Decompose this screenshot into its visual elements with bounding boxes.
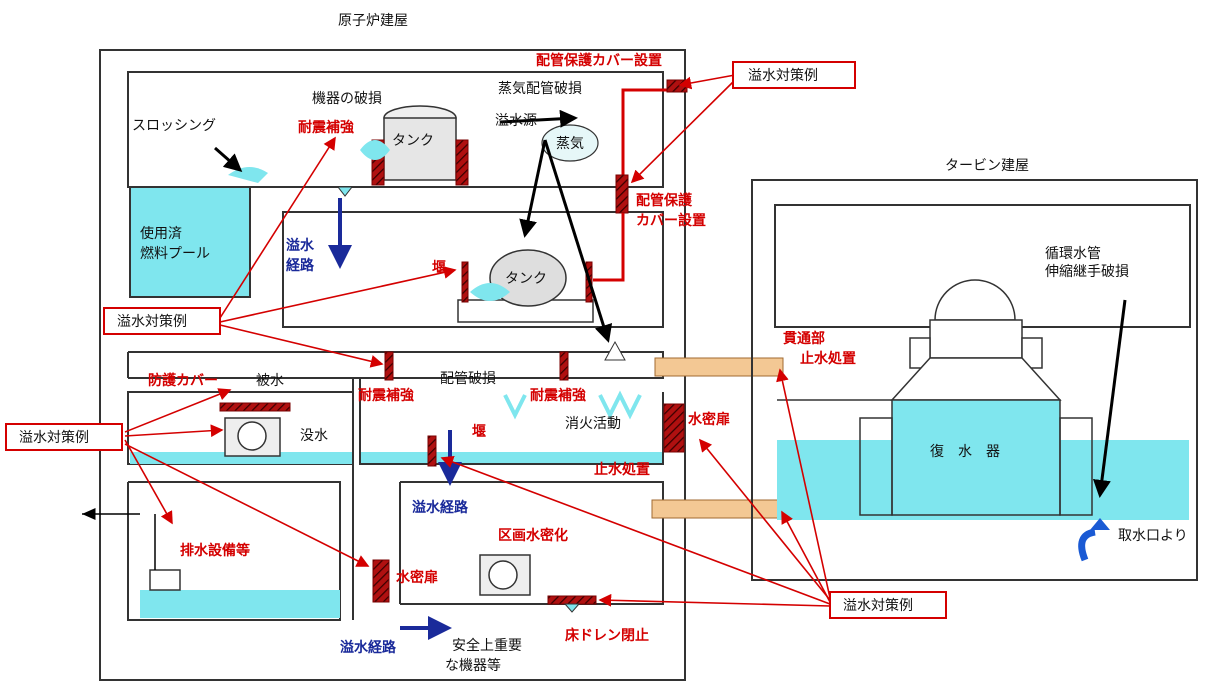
pipe-cover-top-label: 配管保護カバー設置 [536,52,662,69]
watertight-door-lower [372,559,390,603]
waterproof-treatment-label: 止水処置 [594,461,650,478]
circulating-water-pipe-label-2: 伸縮継手破損 [1045,264,1129,280]
upper-equipment [228,79,688,214]
flood-path-middle-label: 溢水経路 [412,499,469,516]
flood-path-bottom-label: 溢水経路 [340,639,397,656]
spent-fuel-pool [129,186,251,298]
seismic-left-label: 耐震補強 [358,387,414,404]
middle-room [282,211,664,328]
countermeasure-leaders [124,74,831,607]
watertight-door-lower-label: 水密扉 [396,569,438,586]
flooded-label: 被水 [256,373,284,389]
pipe-cover-side [615,174,629,214]
boxed-labels: 溢水対策例 溢水対策例 溢水対策例 溢水対策例 [5,61,947,619]
protective-cover [219,402,291,412]
watertight-door-right-label: 水密扉 [688,411,730,428]
dam-lower-label: 堰 [472,423,486,440]
seismic-upper-label: 耐震補強 [298,119,354,136]
middle-equipment [457,213,625,323]
pipe-cover-top [666,79,688,93]
penetration-sleeve-lower [651,499,779,519]
spent-fuel-pool-label-2: 燃料プール [140,245,210,262]
pipe-cover-side-label-1: 配管保護 [636,192,693,209]
penetration-seal-label-2: 止水処置 [800,350,856,367]
countermeasure-top-box: 溢水対策例 [748,67,818,84]
penetration-seal-label-1: 貫通部 [783,330,825,347]
spent-fuel-pool-label-1: 使用済 [140,225,182,242]
watertight-door-right [663,403,685,453]
drainage-equipment-label: 排水設備等 [180,542,250,559]
condenser [891,399,1061,516]
dam-label: 堰 [432,259,446,276]
safety-important-label-1: 安全上重要 [452,637,522,654]
turbine-building [751,179,1198,581]
black-arrows [214,109,1127,498]
circulating-water-pipe-label-1: 循環水管 [1045,246,1101,262]
steam-label: 蒸気 [556,136,584,152]
reactor-building-title: 原子炉建屋 [338,13,408,29]
fire-fighting-label: 消火活動 [565,416,621,432]
floor-items [219,340,784,613]
floor-drain-closure [547,595,597,605]
from-intake-label: 取水口より [1118,528,1188,544]
upper-tank-label: タンク [392,133,434,149]
countermeasure-mid-box: 溢水対策例 [117,313,187,330]
penetration-sleeve-upper [654,357,784,377]
equipment-damage-label: 機器の破損 [312,91,382,107]
turbine-outer-wall [751,179,1198,581]
steam-pipe-damage-label: 蒸気配管破損 [498,81,582,97]
compartment-watertight-label: 区画水密化 [498,527,568,544]
condenser-label: 復 水 器 [930,443,1000,460]
middle-tank-label: タンク [505,271,547,287]
leak-source-label: 溢水源 [495,113,537,129]
sloshing-label: スロッシング [132,118,216,134]
protective-cover-label: 防護カバー [148,372,218,389]
safety-important-label-2: な機器等 [445,657,501,674]
countermeasure-left-box: 溢水対策例 [19,429,89,446]
submerged-label: 没水 [300,428,328,444]
flood-path-upper-label-2: 経路 [286,257,315,274]
pipe-cover-side-label-2: カバー設置 [636,212,706,229]
pipe-damage-label: 配管破損 [440,371,496,387]
upper-tank [383,117,457,181]
floor-drain-closure-label: 床ドレン閉止 [565,627,649,644]
seismic-right-label: 耐震補強 [530,387,586,404]
flood-path-upper-label-1: 溢水 [286,237,315,254]
text-labels: 原子炉建屋 タービン建屋 スロッシング 機器の破損 タンク 蒸気配管破損 溢水源… [132,13,1188,674]
reactor-building [82,49,686,681]
turbine-building-title: タービン建屋 [945,158,1029,174]
upper-tank-support-right [455,139,469,186]
countermeasure-bottom-box: 溢水対策例 [843,597,913,614]
